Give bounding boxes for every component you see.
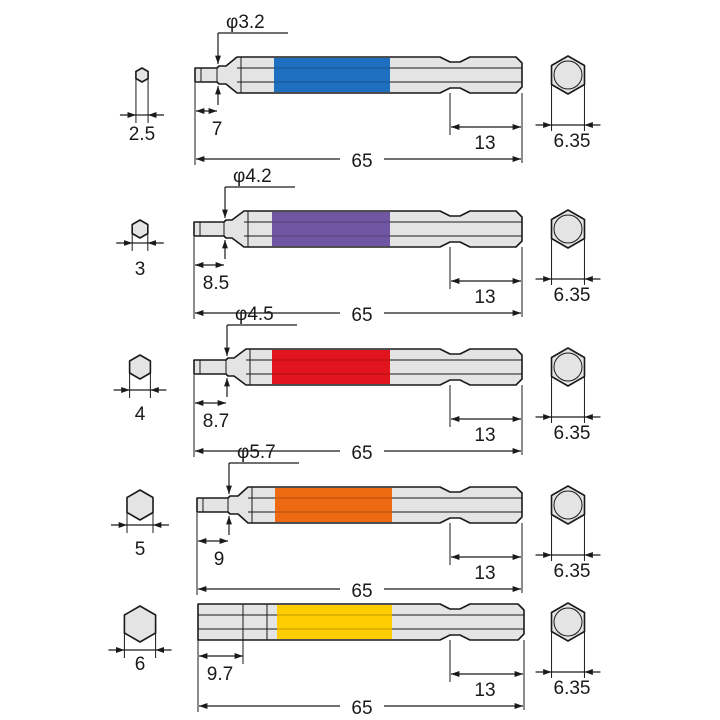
overall-length-label-bg [340, 694, 384, 718]
overall-length-label-bg [340, 301, 384, 325]
overall-length-label-bg [340, 577, 384, 601]
tip-length-label: 9 [214, 549, 225, 570]
bit-row-5: 6 9.7 13 65 6.35 [108, 602, 601, 719]
neck-diameter-label: φ4.2 [233, 166, 272, 187]
overall-length-label: 65 [351, 305, 372, 326]
shank-length-label: 13 [474, 563, 495, 584]
tip-size-label: 5 [135, 539, 146, 560]
overall-length-label-bg [340, 439, 384, 463]
shank-chamfer-circle [553, 60, 583, 90]
tip-length-label: 8.5 [203, 273, 229, 294]
tip-size-label: 3 [135, 259, 146, 280]
neck-diameter-label: φ4.5 [235, 304, 274, 325]
shank-length-label: 13 [474, 680, 495, 701]
neck-diameter-label: φ5.7 [237, 442, 276, 463]
shank-chamfer-circle [553, 352, 583, 382]
shank-chamfer-circle [553, 607, 583, 637]
color-band [277, 605, 392, 639]
shank-cross-section-hexagon [550, 485, 586, 525]
tip-cross-section-hexagon [126, 489, 154, 521]
color-band [275, 488, 392, 522]
tip-cross-section-hexagon [128, 354, 152, 380]
neck-diameter-label: φ3.2 [226, 12, 265, 33]
shank-size-label: 6.35 [554, 678, 591, 699]
shank-size-label: 6.35 [554, 561, 591, 582]
shank-size-label: 6.35 [554, 131, 591, 152]
color-band [274, 58, 390, 92]
tip-length-label: 8.7 [203, 411, 229, 432]
bit-row-4: 5 φ5.7 9 13 65 6.35 [111, 442, 601, 602]
shank-length-label: 13 [474, 287, 495, 308]
tip-length-label: 9.7 [207, 664, 233, 685]
tip-cross-section-hexagon [131, 219, 149, 239]
bit-row-1: 2.5 φ3.2 7 13 65 6.35 [119, 12, 601, 172]
color-band [272, 350, 390, 384]
overall-length-label: 65 [351, 698, 372, 719]
shank-chamfer-circle [553, 214, 583, 244]
shank-length-label: 13 [474, 425, 495, 446]
tip-size-label: 2.5 [129, 124, 155, 145]
shank-size-label: 6.35 [554, 423, 591, 444]
tip-cross-section-hexagon [123, 605, 157, 643]
color-band [272, 212, 390, 246]
overall-length-label: 65 [351, 151, 372, 172]
overall-length-label: 65 [351, 443, 372, 464]
bit-row-2: 3 φ4.2 8.5 13 65 6.35 [116, 166, 601, 326]
shank-length-label: 13 [474, 133, 495, 154]
tip-size-label: 4 [135, 404, 146, 425]
shank-cross-section-hexagon [550, 602, 586, 642]
bit-row-3: 4 φ4.5 8.7 13 65 6.35 [113, 304, 601, 464]
shank-size-label: 6.35 [554, 285, 591, 306]
tip-size-label: 6 [135, 654, 146, 675]
shank-cross-section-hexagon [550, 209, 586, 249]
shank-cross-section-hexagon [550, 55, 586, 95]
tip-cross-section-hexagon [135, 67, 149, 83]
shank-cross-section-hexagon [550, 347, 586, 387]
overall-length-label-bg [340, 147, 384, 171]
overall-length-label: 65 [351, 581, 372, 602]
shank-chamfer-circle [553, 490, 583, 520]
tip-length-label: 7 [212, 119, 223, 140]
